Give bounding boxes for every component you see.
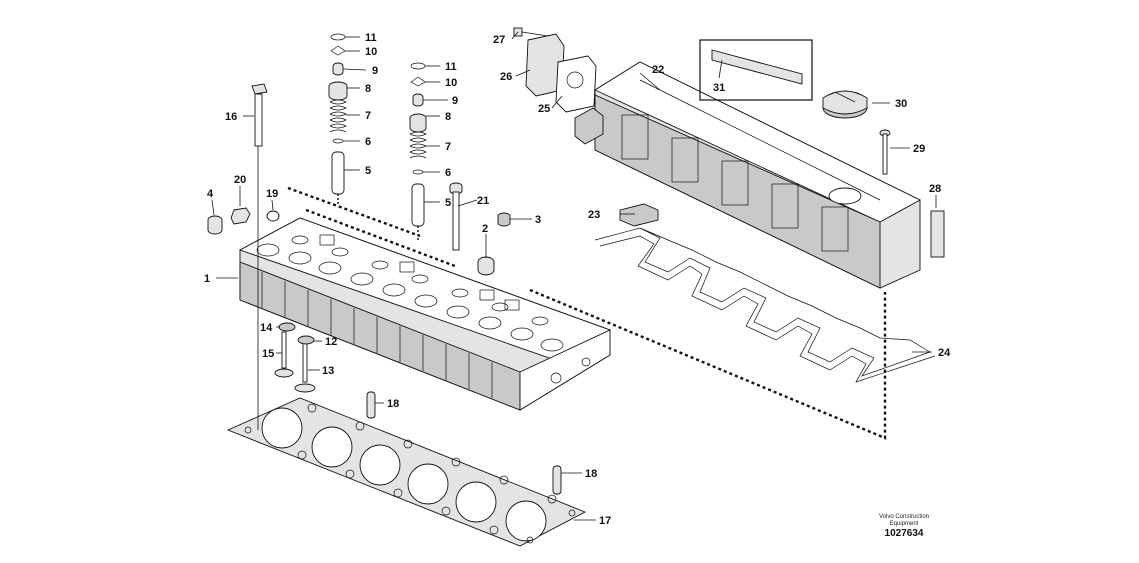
callout-6: 6 [365,136,371,148]
part-14-seal [278,322,296,332]
callout-7-repeat: 7 [445,141,451,153]
callout-9: 9 [372,65,378,77]
callout-22: 22 [652,64,664,76]
part-16-bolt [251,83,268,430]
part-28-spacer [930,210,945,258]
callout-31: 31 [713,82,725,94]
part-21-bolt [449,182,463,251]
cylinder-head [238,217,612,411]
part-25-gasket [555,55,597,113]
valve-cover [574,61,921,289]
callout-27: 27 [493,34,505,46]
callout-1: 1 [204,273,210,285]
callout-10-repeat: 10 [445,77,457,89]
callout-23: 23 [588,209,600,221]
callout-13: 13 [322,365,334,377]
callout-7: 7 [365,110,371,122]
part-19-washer [266,210,280,222]
callout-20: 20 [234,174,246,186]
callout-15: 15 [262,348,274,360]
callout-labels: 1 2 3 4 5 6 7 8 9 10 11 12 13 14 15 16 1… [204,32,951,527]
callout-8-repeat: 8 [445,111,451,123]
callout-25: 25 [538,103,550,115]
callout-12: 12 [325,336,337,348]
part-12-seal [297,335,315,345]
callout-5-repeat: 5 [445,197,451,209]
callout-24: 24 [938,347,951,359]
callout-28: 28 [929,183,941,195]
part-23-bracket [619,203,659,227]
assembly-dashed-line [287,186,887,440]
part-3-cap [497,212,511,227]
callout-2: 2 [482,223,488,235]
valve-cover-gasket [594,227,936,383]
part-2-plug [477,256,495,276]
callout-18: 18 [387,398,399,410]
callout-9-repeat: 9 [452,95,458,107]
part-29-bolt [879,129,891,175]
callout-21: 21 [477,195,489,207]
callout-8: 8 [365,83,371,95]
callout-17: 17 [599,515,611,527]
part-18-dowel-upper [366,391,376,419]
callout-14: 14 [260,322,273,334]
part-30-filler-cap [822,90,868,119]
leader-lines [211,31,937,521]
part-18-dowel-lower [552,465,562,495]
part-31-inset-box [699,39,813,101]
callout-3: 3 [535,214,541,226]
part-27-bolt [513,27,549,37]
part-20-fitting [230,207,251,225]
callout-11-repeat: 11 [445,61,457,73]
callout-30: 30 [895,98,907,110]
callout-10: 10 [365,46,377,58]
part-15-valve [274,331,294,378]
callout-19: 19 [266,188,278,200]
head-gasket [226,397,587,547]
callout-16: 16 [225,111,237,123]
callout-26: 26 [500,71,512,83]
callout-18-repeat: 18 [585,468,597,480]
callout-11: 11 [365,32,377,44]
callout-6-repeat: 6 [445,167,451,179]
credit-line-1: Volvo Construction [878,514,930,520]
part-4-plug [207,215,223,235]
callout-5: 5 [365,165,371,177]
document-number: 1027634 [884,528,924,539]
callout-29: 29 [913,143,925,155]
credit-line-2: Equipment [889,521,919,527]
valve-stack-right [409,62,427,240]
part-13-valve [294,341,316,393]
callout-4: 4 [207,188,214,200]
valve-stack-left [328,33,348,206]
credit-text: Volvo Construction Equipment [868,514,940,528]
